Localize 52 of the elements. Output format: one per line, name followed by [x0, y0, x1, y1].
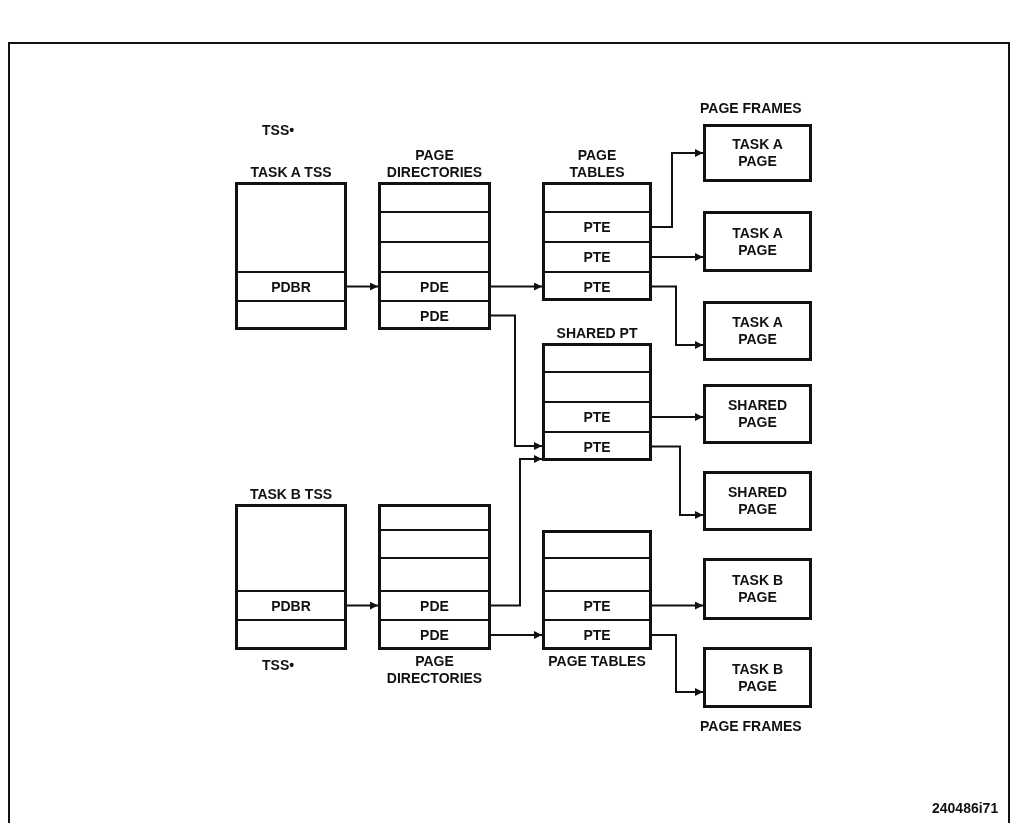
table-heading: PAGE DIRECTORIES: [385, 653, 484, 687]
arrow: [651, 445, 704, 519]
page-label: TASK A PAGE: [731, 224, 784, 259]
arrow: [346, 282, 379, 291]
table-heading: TASK B TSS: [249, 486, 333, 503]
section-label: TSS•: [262, 657, 295, 673]
page-label: TASK B PAGE: [730, 660, 785, 695]
table-entry: PTE: [545, 432, 649, 461]
page-frame-box: [703, 384, 812, 444]
section-label: PAGE FRAMES: [700, 100, 802, 116]
page-frame-box: [703, 471, 812, 531]
table-entry: PDBR: [238, 591, 344, 620]
page-frame-box: [703, 211, 812, 272]
arrow: [490, 631, 543, 639]
page-label: SHARED PAGE: [726, 397, 789, 431]
page-frame-box: [703, 647, 812, 708]
arrow: [346, 601, 379, 610]
page-label: TASK B PAGE: [730, 572, 785, 606]
table-entry: PDE: [381, 591, 488, 620]
table-entry: PTE: [545, 272, 649, 301]
page-label: SHARED PAGE: [726, 484, 789, 518]
table-entry: PTE: [545, 620, 649, 650]
page-label: TASK A PAGE: [731, 136, 784, 170]
table-entry: PDE: [381, 620, 488, 650]
table-entry: PTE: [545, 402, 649, 432]
arrow: [490, 282, 543, 291]
arrow: [651, 253, 704, 261]
arrow: [651, 413, 704, 421]
section-label: PAGE FRAMES: [700, 718, 802, 734]
arrow: [490, 314, 543, 450]
table-entry: PTE: [545, 242, 649, 272]
table-heading: PAGE TABLES: [568, 147, 626, 181]
section-label: TSS•: [262, 122, 295, 138]
table-entry: PDE: [381, 272, 488, 301]
table-entry: PDE: [381, 301, 488, 330]
page-frame-box: [703, 558, 812, 620]
table-entry: PTE: [545, 591, 649, 620]
arrow: [651, 634, 704, 696]
table-entry: PTE: [545, 212, 649, 242]
table-heading: SHARED PT: [556, 325, 638, 342]
table-entry: PDBR: [238, 272, 344, 301]
page-frame-box: [703, 301, 812, 361]
figure-number: 240486i71: [932, 800, 999, 816]
arrow: [490, 455, 543, 607]
table-heading: TASK A TSS: [250, 164, 332, 181]
page-frame-box: [703, 124, 812, 182]
arrow: [651, 285, 704, 349]
arrow: [651, 149, 704, 228]
table-heading: PAGE DIRECTORIES: [385, 147, 484, 181]
page-label: TASK A PAGE: [731, 314, 784, 348]
arrow: [651, 601, 704, 610]
table-heading: PAGE TABLES: [548, 653, 646, 670]
